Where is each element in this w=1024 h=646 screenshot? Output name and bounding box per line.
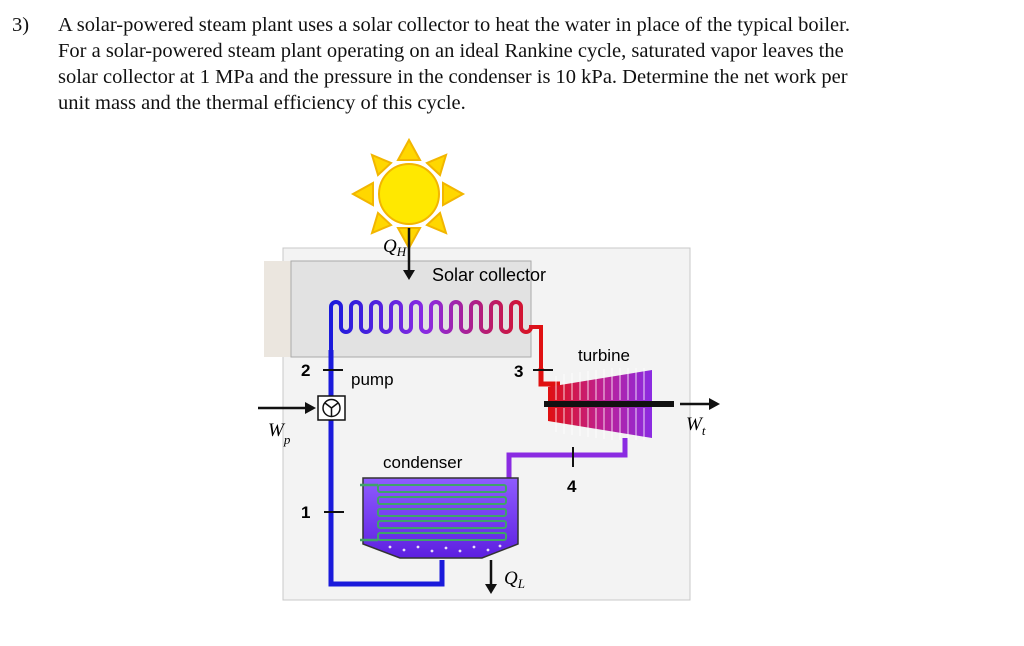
problem-number: 3) [12,14,30,36]
problem-line: solar collector at 1 MPa and the pressur… [58,66,848,88]
state-3-marker: 3 [514,362,553,381]
state-3-label: 3 [514,362,523,381]
state-4-marker: 4 [567,447,577,496]
hot-pipe [538,368,560,387]
sun-icon [350,137,466,251]
problem-line: For a solar-powered steam plant operatin… [58,40,844,62]
qh-arrowhead [403,270,415,280]
pump-icon [317,395,346,421]
wt-arrowhead [709,398,720,410]
state-1-label: 1 [301,503,310,522]
turbine-label: turbine [578,346,630,365]
pump-label: pump [351,370,394,389]
wt-label: Wt [686,414,706,438]
problem-line: unit mass and the thermal efficiency of … [58,92,466,114]
collector-coil [329,300,543,370]
ql-arrowhead [485,584,497,594]
turbine-shaft [544,401,674,407]
wp-arrowhead [305,402,316,414]
condenser-tank [360,477,519,559]
solar-collector-label: Solar collector [432,265,546,285]
qh-label: QH [383,236,407,259]
wp-label: Wp [268,420,291,447]
ql-label: QL [504,568,525,591]
exhaust-pipe [506,438,628,478]
feed-pipe-1 [328,420,445,587]
state-4-label: 4 [567,477,577,496]
condenser-label: condenser [383,453,463,472]
state-2-label: 2 [301,361,310,380]
problem-line: A solar-powered steam plant uses a solar… [58,14,850,36]
problem-text: A solar-powered steam plant uses a solar… [58,12,998,116]
state-1-marker: 1 [301,503,344,522]
state-2-marker: 2 [301,361,343,380]
